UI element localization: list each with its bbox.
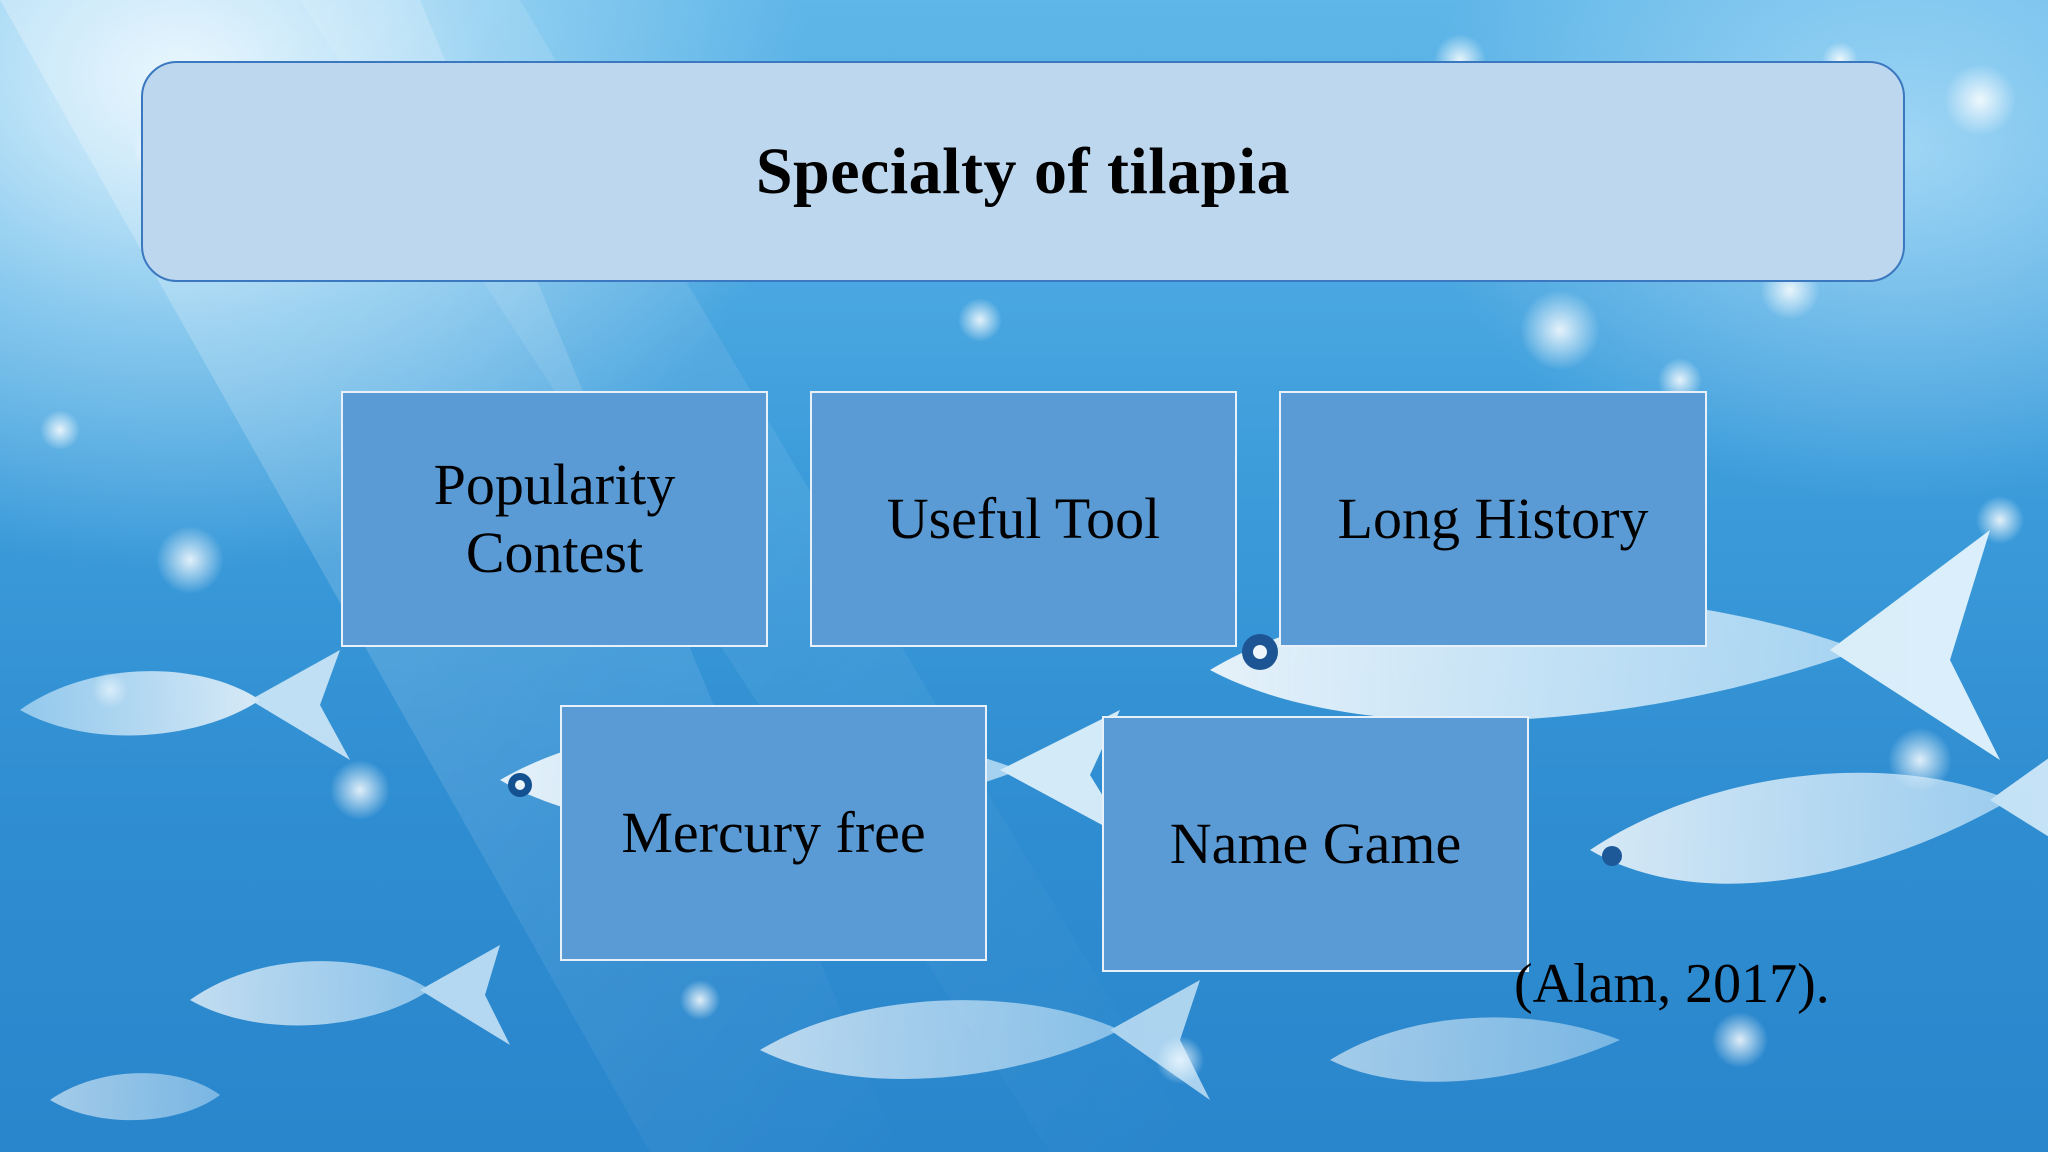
topic-box-useful-tool: Useful Tool bbox=[810, 391, 1237, 647]
citation-text: (Alam, 2017). bbox=[1514, 953, 1830, 1015]
topic-box-long-history: Long History bbox=[1279, 391, 1707, 647]
slide-title: Specialty of tilapia bbox=[755, 134, 1291, 208]
topic-label-line: Popularity bbox=[433, 452, 676, 517]
title-banner: Specialty of tilapia bbox=[141, 61, 1905, 282]
topic-label: Popularity Contest bbox=[434, 451, 676, 587]
topic-label-line: Contest bbox=[465, 520, 644, 585]
topic-box-mercury-free: Mercury free bbox=[560, 705, 987, 961]
topic-label: Long History bbox=[1337, 486, 1649, 551]
topic-label: Mercury free bbox=[621, 800, 926, 865]
topic-box-popularity-contest: Popularity Contest bbox=[341, 391, 768, 647]
topic-box-name-game: Name Game bbox=[1102, 716, 1529, 972]
topic-label: Name Game bbox=[1169, 811, 1462, 876]
topic-label: Useful Tool bbox=[886, 486, 1161, 551]
